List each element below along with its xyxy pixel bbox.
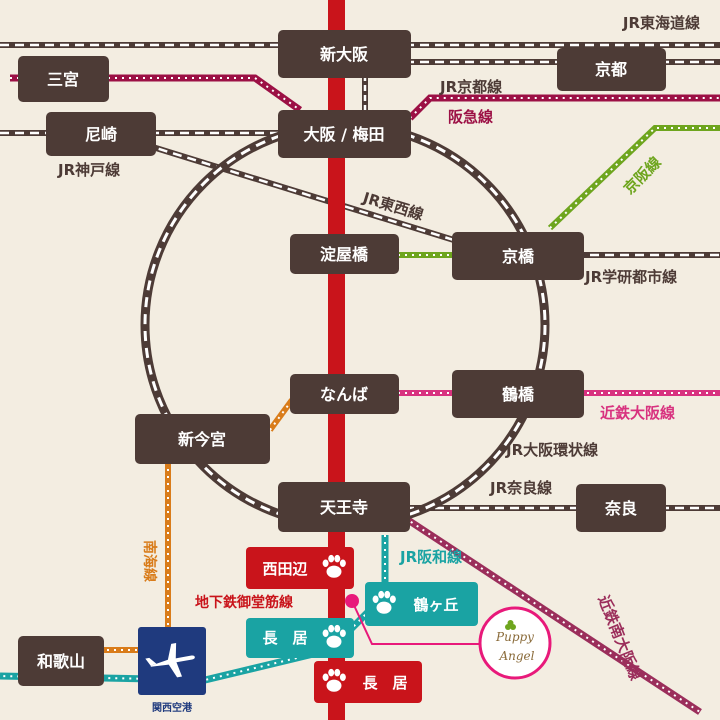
midosuji-line — [328, 0, 345, 720]
label-jr-osaka-loop: JR大阪環状線 — [505, 441, 598, 459]
store-connector — [345, 594, 480, 645]
badge-line1: Puppy — [495, 630, 534, 644]
jr-tozai-line — [129, 137, 471, 248]
station-label: 大阪 / 梅田 — [304, 125, 385, 144]
badge-line2: Angel — [498, 649, 534, 663]
station-sannomiya[interactable]: 三宮 — [18, 56, 109, 102]
station-label: 尼崎 — [85, 125, 117, 144]
station-label: 京橋 — [502, 247, 535, 266]
station-nara[interactable]: 奈良 — [576, 484, 666, 532]
station-label: 関西空港 — [152, 701, 193, 714]
station-label: 新今宮 — [178, 430, 226, 449]
station-shin-imamiya[interactable]: 新今宮 — [135, 414, 270, 464]
station-nagai-subway[interactable]: 長 居 — [314, 661, 422, 703]
station-tsuruhashi[interactable]: 鶴橋 — [452, 370, 584, 418]
label-jr-kobe: JR神戸線 — [57, 161, 120, 179]
station-kyobashi[interactable]: 京橋 — [452, 232, 584, 280]
keihan-line — [398, 125, 720, 258]
station-nishitanabe[interactable]: 西田辺 — [246, 547, 354, 589]
label-midosuji: 地下鉄御堂筋線 — [195, 594, 293, 611]
station-label: 和歌山 — [37, 652, 85, 671]
station-label: 三宮 — [47, 70, 79, 89]
station-label: 奈良 — [604, 499, 637, 518]
station-tennoji[interactable]: 天王寺 — [278, 482, 410, 532]
station-shin-osaka[interactable]: 新大阪 — [278, 30, 411, 78]
nankai-line — [100, 398, 295, 653]
station-yodoyabashi[interactable]: 淀屋橋 — [290, 234, 399, 274]
station-label: 長 居 — [262, 629, 307, 647]
airplane-icon — [145, 643, 195, 678]
station-label: 京都 — [595, 60, 627, 79]
station-label: なんば — [320, 385, 368, 404]
station-label: 西田辺 — [262, 560, 308, 578]
station-kyoto[interactable]: 京都 — [557, 48, 666, 91]
label-jr-nara: JR奈良線 — [489, 479, 552, 497]
station-label: 長 居 — [362, 674, 407, 692]
puppy-angel-badge[interactable]: Puppy Angel — [478, 606, 552, 680]
label-kintetsu-osaka: 近鉄大阪線 — [600, 404, 675, 422]
station-label: 淀屋橋 — [320, 245, 369, 264]
station-label: 新大阪 — [320, 45, 369, 64]
station-tsurugaoka[interactable]: 鶴ヶ丘 — [365, 582, 478, 626]
label-jr-tokaido: JR東海道線 — [622, 14, 700, 32]
station-label: 鶴ヶ丘 — [413, 596, 458, 614]
station-kansai-airport[interactable]: 関西空港 — [138, 627, 206, 714]
label-jr-hanwa: JR阪和線 — [399, 548, 462, 566]
label-jr-kyoto: JR京都線 — [439, 78, 502, 96]
station-label: 天王寺 — [320, 498, 368, 517]
label-jr-gakkentoshi: JR学研都市線 — [584, 268, 677, 286]
station-amagasaki[interactable]: 尼崎 — [46, 112, 156, 156]
label-hankyu: 阪急線 — [448, 108, 493, 126]
clover-icon — [505, 620, 516, 630]
label-nankai: 南海線 — [141, 540, 158, 582]
station-osaka-umeda[interactable]: 大阪 / 梅田 — [278, 110, 411, 158]
kintetsu-minami-osaka-line — [403, 515, 702, 715]
station-namba[interactable]: なんば — [290, 374, 399, 414]
station-nagai-jr[interactable]: 長 居 — [246, 618, 354, 658]
station-wakayama[interactable]: 和歌山 — [18, 636, 104, 686]
station-label: 鶴橋 — [502, 385, 535, 404]
